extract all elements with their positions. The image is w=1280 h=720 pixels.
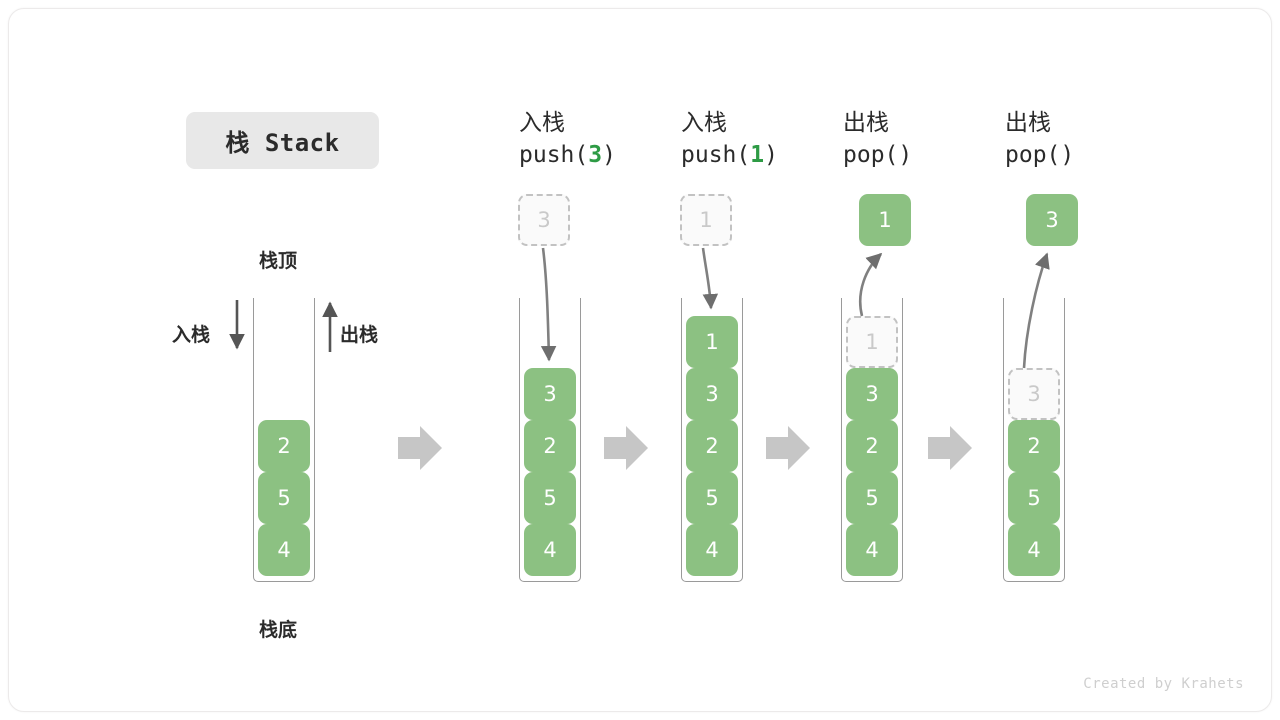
code-pre: push(	[519, 142, 589, 168]
stack-push1: 1 3 2 5 4	[681, 298, 743, 582]
column-header-line2: push(3)	[519, 138, 709, 172]
code-pre: pop(	[1005, 142, 1061, 168]
stack-cell: 5	[1008, 472, 1060, 524]
column-header-line1: 出栈	[1005, 110, 1051, 136]
stack-cell: 4	[1008, 524, 1060, 576]
float-box-pop1: 1	[859, 194, 911, 246]
column-header-pop2: 出栈 pop()	[1005, 108, 1195, 172]
column-header-line1: 入栈	[681, 110, 727, 136]
stack-cell: 4	[524, 524, 576, 576]
stack-walls	[519, 298, 581, 582]
stack-cell: 4	[846, 524, 898, 576]
stack-cells: 3 2 5 4	[1008, 368, 1060, 576]
column-header-line1: 出栈	[843, 110, 889, 136]
label-stack-top: 栈顶	[259, 250, 298, 272]
column-header-line2: pop()	[1005, 138, 1195, 172]
stack-initial: 2 5 4	[253, 298, 315, 582]
stack-cell: 2	[686, 420, 738, 472]
label-pop-left: 出栈	[340, 324, 379, 346]
diagram-title: 栈 Stack	[186, 112, 379, 169]
code-post: )	[602, 142, 616, 168]
stack-cell: 1	[686, 316, 738, 368]
code-arg: 3	[588, 142, 603, 168]
stack-cell: 5	[686, 472, 738, 524]
stack-pop2: 3 2 5 4	[1003, 298, 1065, 582]
stack-cell-ghost: 1	[846, 316, 898, 368]
stack-walls	[1003, 298, 1065, 582]
stack-cell: 2	[846, 420, 898, 472]
column-header-push3: 入栈 push(3)	[519, 108, 709, 172]
stack-cell-ghost: 3	[1008, 368, 1060, 420]
stack-cell: 2	[1008, 420, 1060, 472]
stack-cell: 5	[846, 472, 898, 524]
stack-cell: 5	[524, 472, 576, 524]
code-post: )	[1060, 142, 1075, 168]
code-arg: 1	[750, 142, 765, 168]
stack-cell: 2	[258, 420, 310, 472]
code-post: )	[898, 142, 913, 168]
stack-cell: 3	[686, 368, 738, 420]
label-push-left: 入栈	[172, 324, 211, 346]
stack-cell: 4	[686, 524, 738, 576]
stack-pop1: 1 3 2 5 4	[841, 298, 903, 582]
watermark: Created by Krahets	[1083, 676, 1244, 692]
stack-cells: 3 2 5 4	[524, 368, 576, 576]
column-header-line2: push(1)	[681, 138, 871, 172]
column-header-pop1: 出栈 pop()	[843, 108, 1033, 172]
stack-cell: 5	[258, 472, 310, 524]
column-header-line1: 入栈	[519, 110, 565, 136]
label-stack-bottom: 栈底	[259, 619, 298, 641]
stack-walls	[253, 298, 315, 582]
stack-cell: 3	[524, 368, 576, 420]
stack-cells: 2 5 4	[258, 420, 310, 576]
float-box-push1: 1	[680, 194, 732, 246]
stack-push3: 3 2 5 4	[519, 298, 581, 582]
float-box-pop2: 3	[1026, 194, 1078, 246]
column-header-line2: pop()	[843, 138, 1033, 172]
stack-cells: 1 3 2 5 4	[846, 316, 898, 576]
stack-walls	[681, 298, 743, 582]
stack-walls	[841, 298, 903, 582]
code-pre: push(	[681, 142, 751, 168]
code-pre: pop(	[843, 142, 899, 168]
stack-cells: 1 3 2 5 4	[686, 316, 738, 576]
stack-cell: 4	[258, 524, 310, 576]
float-box-push3: 3	[518, 194, 570, 246]
stack-cell: 3	[846, 368, 898, 420]
column-header-push1: 入栈 push(1)	[681, 108, 871, 172]
stack-cell: 2	[524, 420, 576, 472]
code-post: )	[764, 142, 778, 168]
